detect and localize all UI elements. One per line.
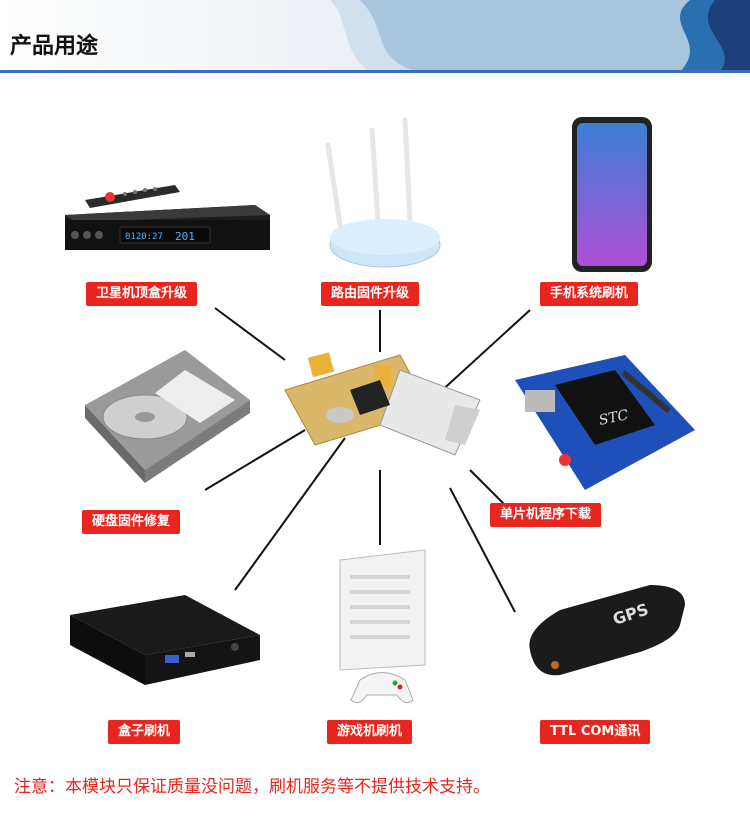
label-satellite-upgrade: 卫星机顶盒升级 <box>86 282 198 306</box>
label-hdd-repair: 硬盘固件修复 <box>82 510 181 534</box>
stb-clock-display: 0120:27 <box>125 232 163 242</box>
header-divider <box>0 70 750 73</box>
label-router-firmware: 路由固件升级 <box>321 282 420 306</box>
router-image <box>325 117 441 268</box>
mcu-chip-brand: STC <box>598 407 631 429</box>
page-title: 产品用途 <box>10 34 99 59</box>
gps-device-image: GPS <box>529 585 685 676</box>
header-wave-decoration <box>330 0 750 72</box>
game-console-image <box>339 549 426 704</box>
disclaimer-note: 注意：本模块只保证质量没问题，刷机服务等不提供技术支持。 <box>14 777 490 797</box>
label-game-flash: 游戏机刷机 <box>327 720 413 744</box>
hard-drive-image <box>85 350 250 483</box>
usb-ttl-module-image <box>284 352 481 456</box>
label-ttl-com: TTL COM通讯 <box>540 720 651 744</box>
tv-box-image <box>70 595 260 685</box>
stb-channel-display: 201 <box>175 230 195 243</box>
section-header: 产品用途 <box>0 0 750 73</box>
label-mcu-download: 单片机程序下载 <box>490 503 602 527</box>
smartphone-image <box>572 117 652 272</box>
mcu-dev-board-image: STC <box>515 355 695 490</box>
label-phone-flash: 手机系统刷机 <box>540 282 639 306</box>
label-box-flash: 盒子刷机 <box>108 720 181 744</box>
set-top-box-image: 0120:27 201 <box>65 185 270 250</box>
